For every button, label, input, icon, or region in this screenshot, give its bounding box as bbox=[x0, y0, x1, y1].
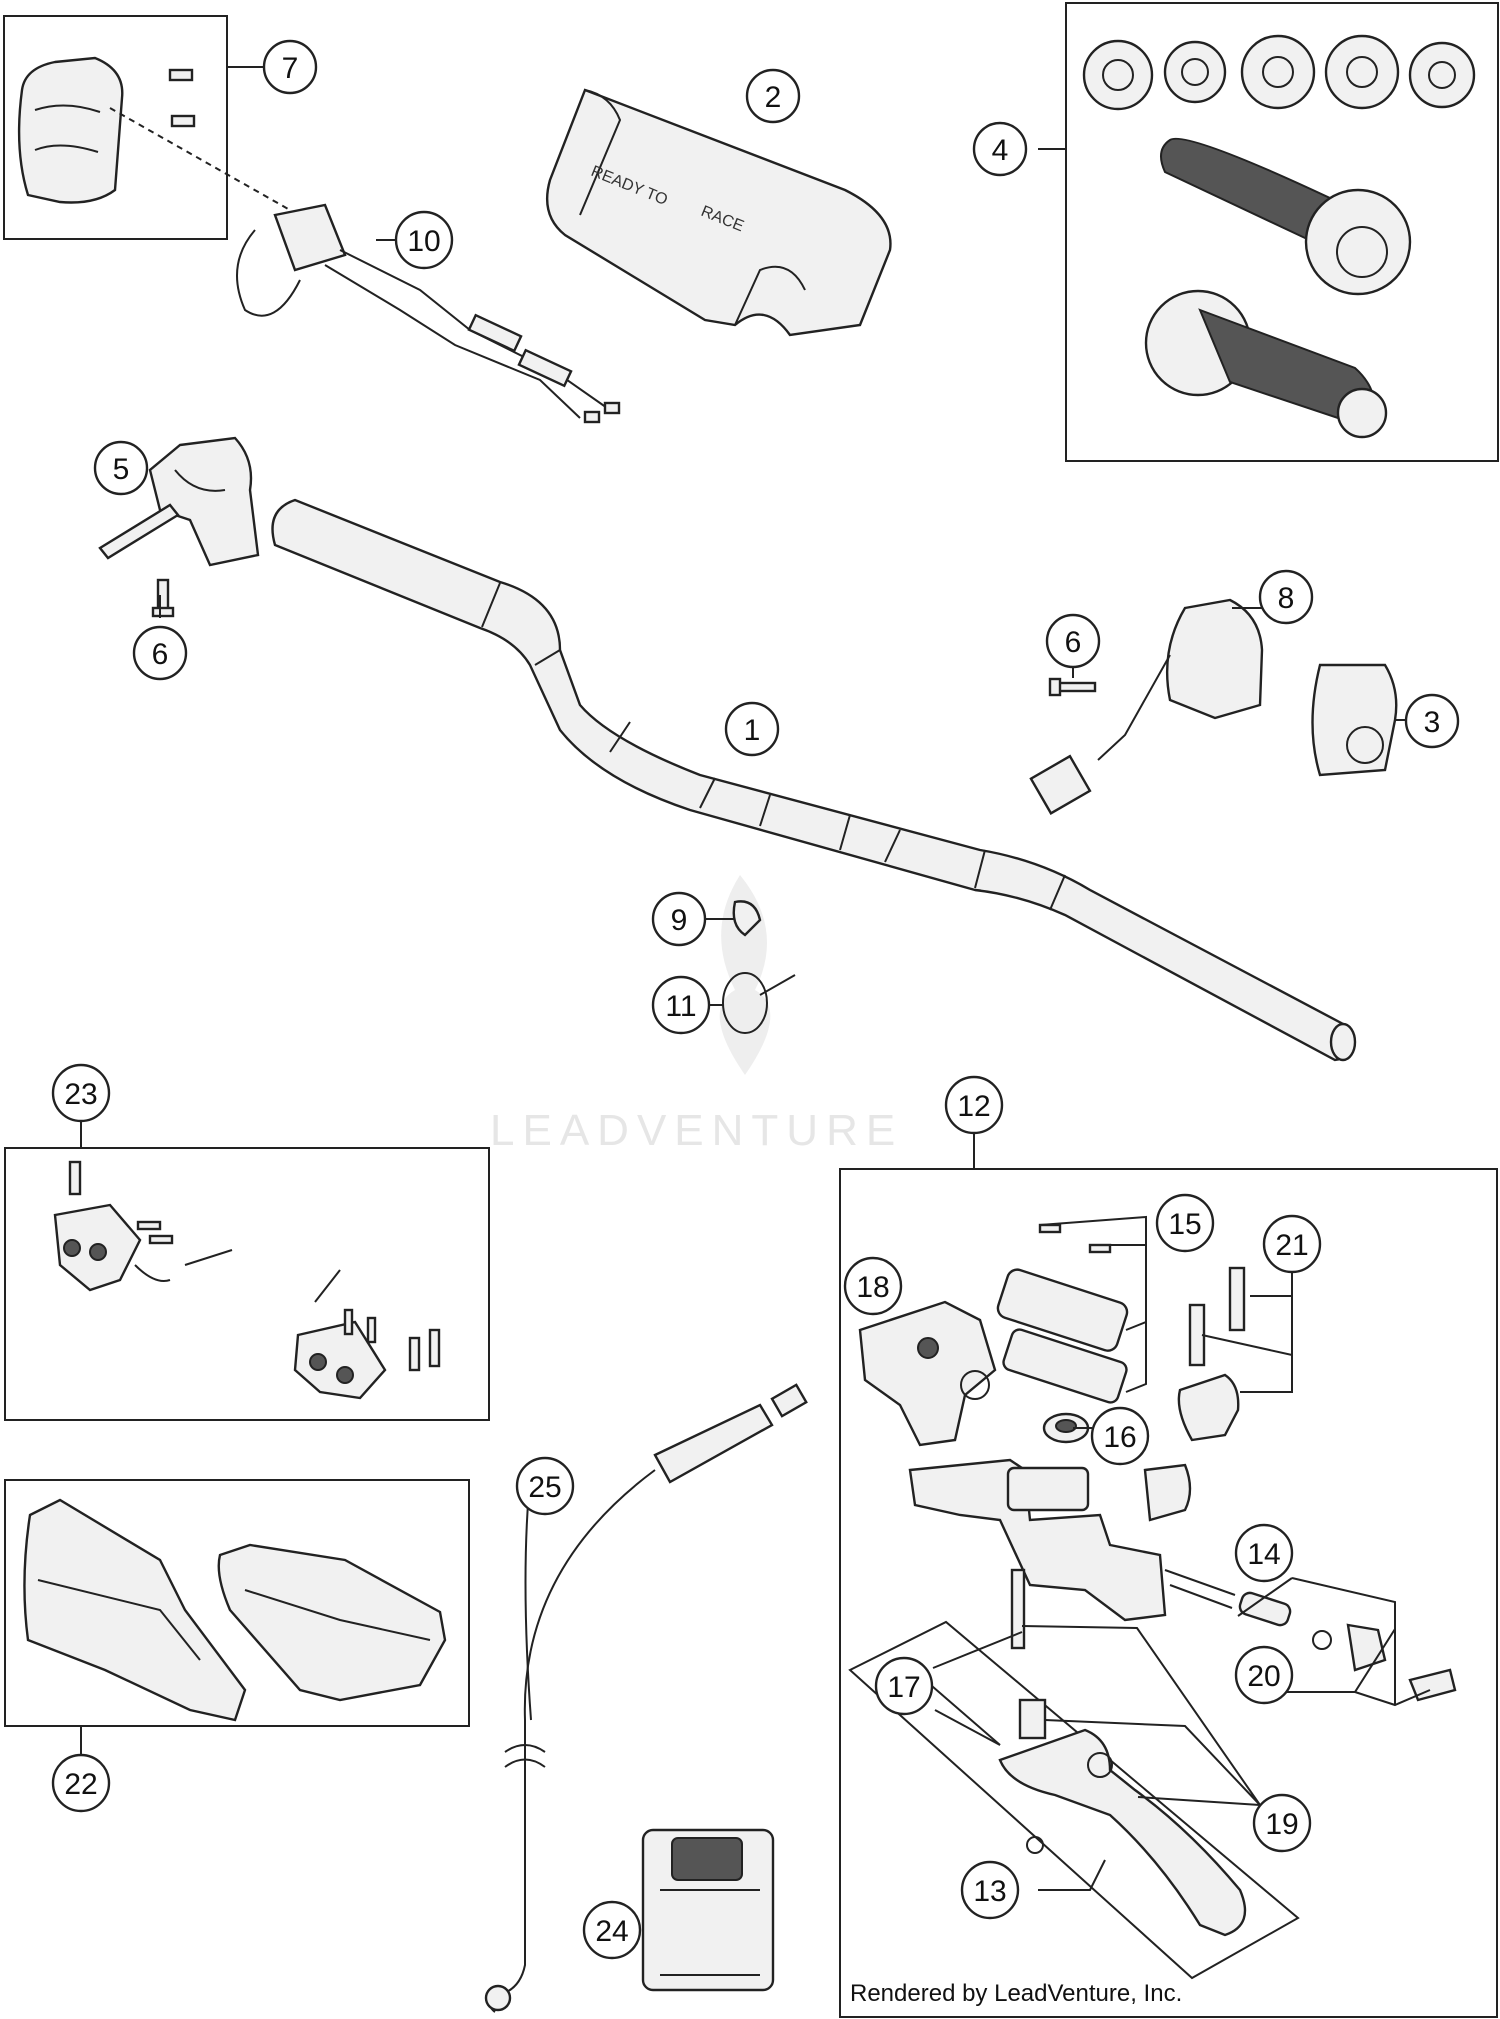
part-8-switch bbox=[1029, 598, 1264, 815]
callout-11-label: 11 bbox=[665, 990, 696, 1023]
callout-4-label: 4 bbox=[992, 134, 1009, 167]
callout-1-label: 1 bbox=[744, 714, 761, 747]
callout-17: 17 bbox=[874, 1656, 934, 1716]
callout-12: 12 bbox=[944, 1075, 1004, 1135]
part-15-reservoir-cap bbox=[996, 1223, 1129, 1404]
callout-24: 24 bbox=[582, 1900, 642, 1960]
callout-3-label: 3 bbox=[1424, 706, 1441, 739]
callout-22-label: 22 bbox=[64, 1768, 97, 1801]
callout-1: 1 bbox=[724, 701, 780, 757]
group-box-12 bbox=[839, 1168, 1498, 2018]
callout-9-label: 9 bbox=[671, 904, 688, 937]
callout-2: 2 bbox=[745, 68, 801, 124]
part-13-lever bbox=[934, 1568, 1247, 1937]
callout-20: 20 bbox=[1234, 1645, 1294, 1705]
callout-23: 23 bbox=[51, 1063, 111, 1123]
callout-21-label: 21 bbox=[1275, 1229, 1308, 1262]
callout-16: 16 bbox=[1090, 1406, 1150, 1466]
callout-7: 7 bbox=[262, 39, 318, 95]
callout-3: 3 bbox=[1404, 693, 1460, 749]
watermark: LEADVENTURE bbox=[490, 875, 903, 1155]
credit-text: Rendered by LeadVenture, Inc. bbox=[850, 1980, 1182, 2007]
part-3-cover bbox=[1311, 663, 1398, 777]
callout-5-label: 5 bbox=[113, 453, 130, 486]
callout-22: 22 bbox=[51, 1753, 111, 1813]
part-14-piston-kit bbox=[1164, 1569, 1457, 1702]
callout-8-label: 8 bbox=[1278, 582, 1295, 615]
callout-10: 10 bbox=[394, 210, 454, 270]
part-18-lever-cover bbox=[858, 1300, 997, 1447]
part-21-clamp bbox=[1177, 1266, 1246, 1442]
part-4-grips bbox=[1082, 34, 1476, 439]
callout-6b-label: 6 bbox=[1065, 626, 1082, 659]
callout-15: 15 bbox=[1155, 1193, 1215, 1253]
callout-11: 11 bbox=[651, 975, 711, 1035]
callout-23-label: 23 bbox=[64, 1078, 97, 1111]
group-box-7 bbox=[3, 15, 228, 240]
callout-5: 5 bbox=[93, 440, 149, 496]
callout-16-label: 16 bbox=[1103, 1421, 1136, 1454]
part-16-diaphragm bbox=[1042, 1412, 1090, 1444]
group-box-22 bbox=[4, 1479, 470, 1727]
callout-13-label: 13 bbox=[973, 1875, 1006, 1908]
callout-25-label: 25 bbox=[528, 1471, 561, 1504]
part-23-mount-kit bbox=[53, 1160, 441, 1400]
part-2-handlebar-pad: READY TO RACE bbox=[546, 88, 892, 337]
part-7-switch-housing bbox=[17, 56, 291, 211]
group-box-13 bbox=[848, 1620, 1300, 1980]
callout-2-label: 2 bbox=[765, 81, 782, 114]
callout-7-label: 7 bbox=[282, 52, 299, 85]
watermark-text: LEADVENTURE bbox=[490, 1106, 903, 1155]
part-24-brake-fluid bbox=[641, 1828, 775, 1992]
callout-6-left: 6 bbox=[132, 625, 188, 681]
part-9-clip bbox=[732, 900, 762, 937]
group-box-4 bbox=[1065, 2, 1499, 462]
callout-10-label: 10 bbox=[407, 225, 440, 258]
callout-14-label: 14 bbox=[1247, 1538, 1280, 1571]
callout-6a-label: 6 bbox=[152, 638, 169, 671]
part-12-master-cylinder bbox=[908, 1458, 1192, 1622]
callout-18-label: 18 bbox=[856, 1271, 889, 1304]
callout-12-label: 12 bbox=[957, 1090, 990, 1123]
callout-13: 13 bbox=[960, 1860, 1020, 1920]
part-10-throttle-cable bbox=[236, 203, 621, 424]
callout-19: 19 bbox=[1252, 1793, 1312, 1853]
callout-15-label: 15 bbox=[1168, 1208, 1201, 1241]
callout-25: 25 bbox=[515, 1456, 575, 1516]
callout-9: 9 bbox=[651, 891, 707, 947]
group-box-23 bbox=[4, 1147, 490, 1421]
callout-19-label: 19 bbox=[1265, 1808, 1298, 1841]
callout-6-right: 6 bbox=[1045, 613, 1101, 669]
part-11-cable-tie bbox=[722, 972, 796, 1034]
callout-4: 4 bbox=[972, 121, 1028, 177]
part-1-handlebar bbox=[271, 498, 1357, 1062]
callout-8: 8 bbox=[1258, 569, 1314, 625]
callouts: 1 2 3 4 5 6 6 7 8 9 10 11 12 13 14 15 16… bbox=[51, 39, 1460, 1960]
part-22-handguards bbox=[23, 1498, 447, 1722]
callout-21: 21 bbox=[1262, 1214, 1322, 1274]
leader-lines bbox=[80, 66, 1431, 1891]
callout-14: 14 bbox=[1234, 1523, 1294, 1583]
callout-24-label: 24 bbox=[595, 1915, 628, 1948]
callout-18: 18 bbox=[843, 1256, 903, 1316]
callout-17-label: 17 bbox=[887, 1671, 920, 1704]
part-6-screw-right bbox=[1048, 677, 1097, 697]
part-6-screw-left bbox=[151, 578, 175, 618]
callout-20-label: 20 bbox=[1247, 1660, 1280, 1693]
part-5-throttle-housing bbox=[98, 436, 260, 567]
